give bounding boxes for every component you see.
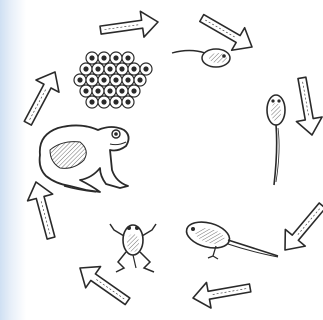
egg-embryo (125, 77, 130, 82)
arrow-bottom-right (275, 197, 323, 258)
egg-embryo (113, 77, 118, 82)
arrow-top (99, 9, 160, 43)
tadpole-legs-icon (184, 218, 278, 259)
arrow-bottom (191, 275, 253, 311)
adult-frog-icon (40, 125, 129, 192)
egg-embryo (95, 88, 100, 93)
tadpole-icon (267, 95, 285, 185)
egg-embryo (101, 99, 106, 104)
egg-embryo (137, 77, 142, 82)
egg-embryo (77, 77, 82, 82)
egg-embryo (89, 99, 94, 104)
arrow-left (23, 179, 63, 242)
egg-embryo (113, 99, 118, 104)
egg-embryo (95, 66, 100, 71)
egg-embryo (131, 66, 136, 71)
egg-embryo (107, 66, 112, 71)
frog-eggs-icon (74, 52, 152, 108)
egg-embryo (125, 99, 130, 104)
egg-embryo (143, 66, 148, 71)
egg-embryo (83, 88, 88, 93)
egg-embryo (101, 77, 106, 82)
egg-embryo (89, 77, 94, 82)
froglet-icon (110, 224, 156, 272)
egg-embryo (131, 88, 136, 93)
arrow-bottom-left (73, 257, 135, 312)
egg-embryo (113, 55, 118, 60)
egg-embryo (119, 66, 124, 71)
egg-embryo (101, 55, 106, 60)
hatchling-tadpole-icon (172, 49, 230, 67)
arrow-right (289, 76, 323, 138)
arrow-top-right (195, 7, 258, 59)
egg-embryo (83, 66, 88, 71)
egg-embryo (119, 88, 124, 93)
egg-embryo (125, 55, 130, 60)
egg-embryo (89, 55, 94, 60)
arrow-top-left (16, 66, 66, 129)
egg-embryo (107, 88, 112, 93)
